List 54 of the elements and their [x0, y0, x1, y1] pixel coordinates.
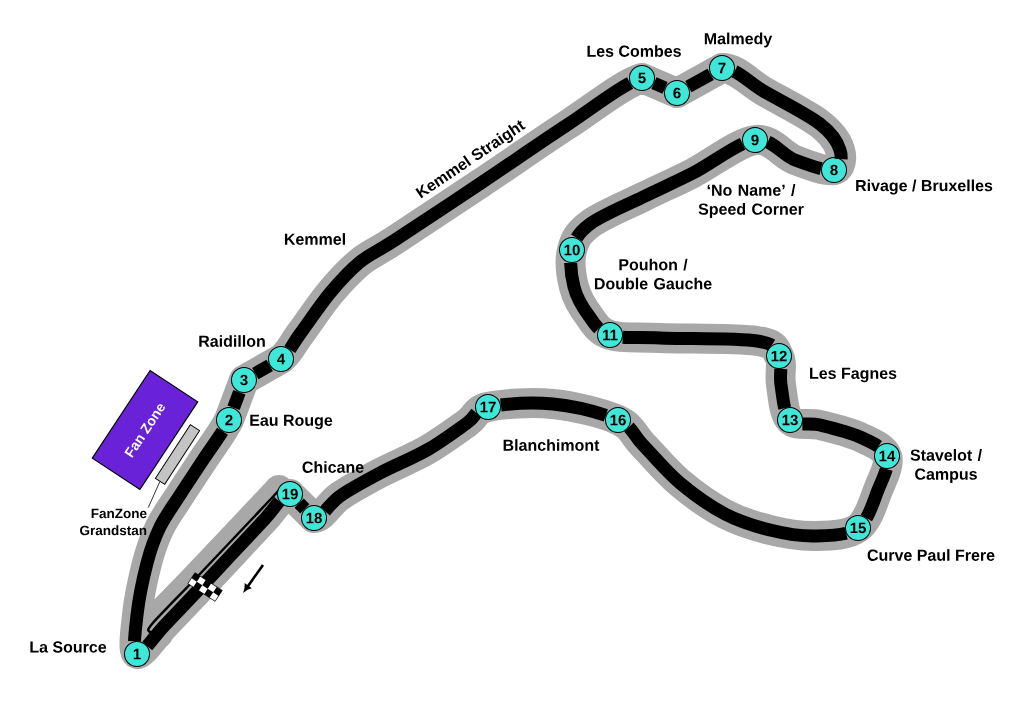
track-segment — [294, 498, 310, 514]
corner-name: Pouhon / Double Gauche — [594, 258, 712, 290]
corner-number: 8 — [821, 157, 847, 183]
track-segment — [624, 422, 848, 543]
section-name: Les Combes — [587, 45, 681, 57]
corner-number: 6 — [664, 80, 690, 106]
track-segment — [622, 330, 775, 352]
track-segment — [802, 417, 882, 452]
section-name: ‘No Name’ / Speed Corner — [698, 184, 804, 218]
area-label: FanZone Grandstan — [80, 508, 147, 536]
corner-name: Rivage / Bruxelles — [856, 179, 993, 195]
track-segment — [128, 427, 228, 642]
track-segment — [774, 368, 792, 410]
corner-number: 9 — [742, 127, 768, 153]
corner-number: 7 — [709, 55, 735, 81]
corner-number: 5 — [629, 65, 655, 91]
track-segment — [284, 77, 634, 353]
corner-name: La Source — [30, 641, 107, 653]
corner-number: 19 — [277, 481, 303, 507]
corner-number: 10 — [559, 237, 585, 263]
track-segment — [320, 408, 482, 516]
section-name: Raidillon — [199, 335, 265, 347]
track-segment — [731, 65, 848, 160]
corner-number: 18 — [301, 505, 327, 531]
corner-number: 13 — [777, 407, 803, 433]
corner-number: 4 — [268, 346, 294, 372]
corner-name: Stavelot / Campus — [910, 449, 982, 483]
corner-name: Eau Rouge — [250, 414, 333, 430]
corner-number: 14 — [874, 443, 900, 469]
corner-name: Malmedy — [704, 32, 773, 48]
corner-number: 11 — [597, 322, 623, 348]
track-segment — [764, 136, 823, 175]
corner-number: 3 — [231, 367, 257, 393]
track-segment — [227, 389, 246, 411]
corner-number: 12 — [766, 343, 792, 369]
track-segment — [685, 68, 714, 93]
track-segment — [564, 262, 604, 333]
section-name: Blanchimont — [503, 439, 600, 451]
track-segment — [571, 137, 746, 242]
corner-number: 15 — [845, 515, 871, 541]
section-name: Chicane — [302, 461, 364, 473]
corner-number: 1 — [124, 641, 150, 667]
track-segment — [252, 359, 273, 380]
track-segment — [500, 396, 608, 422]
corner-number: 16 — [605, 407, 631, 433]
corner-number: 2 — [216, 407, 242, 433]
corner-number: 17 — [475, 394, 501, 420]
track-segment — [142, 497, 285, 651]
track-segment — [860, 467, 893, 522]
corner-name: Curve Paul Frere — [867, 549, 995, 561]
track-segment — [651, 77, 668, 94]
section-name: Les Fagnes — [810, 367, 897, 383]
leader-line — [147, 481, 161, 508]
section-name: Kemmel — [284, 233, 345, 245]
